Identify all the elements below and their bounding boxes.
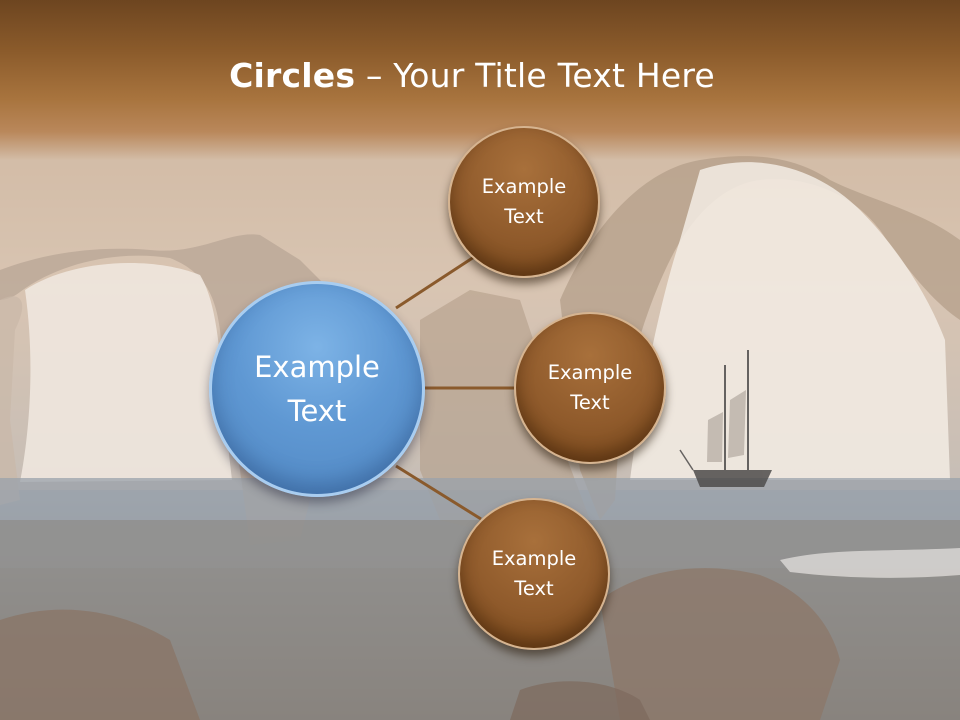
satellite-3-line1: Example — [491, 547, 577, 570]
connector-line-1 — [395, 255, 475, 310]
title-bold: Circles — [229, 56, 356, 95]
satellite-3-line2: Text — [514, 577, 554, 600]
satellite-2-line2: Text — [570, 391, 610, 414]
sailing-ship-icon — [679, 350, 772, 487]
title-band — [0, 0, 960, 160]
center-circle-line2: Text — [287, 394, 347, 428]
connector-line-3 — [395, 464, 482, 521]
satellite-circle-3[interactable]: Example Text — [458, 498, 610, 650]
center-circle[interactable]: Example Text — [209, 281, 425, 497]
title-rest: – Your Title Text Here — [355, 56, 715, 95]
slide-title: Circles – Your Title Text Here — [0, 52, 944, 100]
satellite-2-line1: Example — [547, 361, 633, 384]
satellite-circle-1[interactable]: Example Text — [448, 126, 600, 278]
satellite-1-line2: Text — [504, 205, 544, 228]
center-circle-line1: Example — [254, 350, 380, 384]
satellite-1-line1: Example — [481, 175, 567, 198]
satellite-circle-2[interactable]: Example Text — [514, 312, 666, 464]
